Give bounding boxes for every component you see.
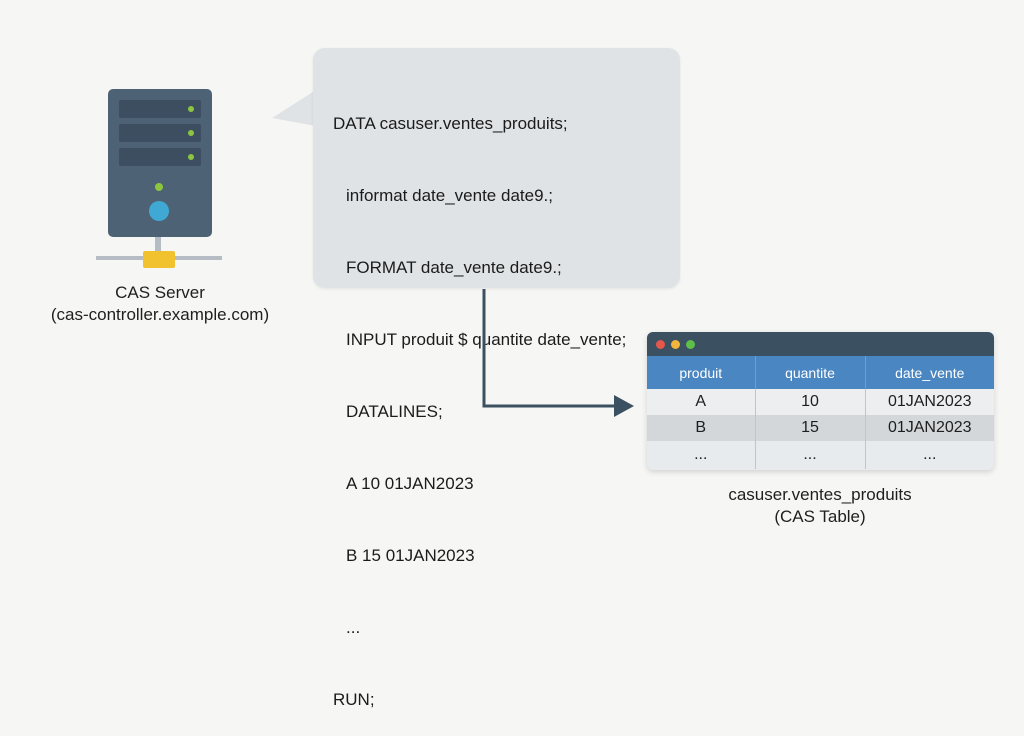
bubble-tail (272, 90, 316, 126)
indicator-led (155, 183, 163, 191)
maximize-dot-icon[interactable] (686, 340, 695, 349)
status-led (188, 106, 194, 112)
cas-server-icon (108, 89, 212, 237)
table-row: B 15 01JAN2023 (647, 415, 994, 441)
table-cell: ... (755, 441, 866, 469)
code-line: FORMAT date_vente date9.; (346, 258, 562, 277)
status-led (188, 154, 194, 160)
code-line: DATALINES; (346, 402, 443, 421)
drive-bay (119, 100, 201, 118)
column-header-quantite: quantite (755, 356, 866, 389)
cas-table-window: produit quantite date_vente A 10 01JAN20… (647, 332, 994, 470)
window-title-bar (647, 332, 994, 356)
table-cell: B (647, 415, 756, 441)
minimize-dot-icon[interactable] (671, 340, 680, 349)
network-cable (155, 237, 161, 255)
sas-code-block: DATA casuser.ventes_produits; informat d… (333, 64, 626, 736)
table-cell: A (647, 389, 756, 415)
column-header-date-vente: date_vente (865, 356, 994, 389)
table-cell: 01JAN2023 (865, 415, 994, 441)
code-line: INPUT produit $ quantite date_vente; (346, 330, 627, 349)
close-dot-icon[interactable] (656, 340, 665, 349)
server-host: (cas-controller.example.com) (50, 305, 270, 324)
server-name: CAS Server (115, 283, 205, 302)
code-bubble (313, 48, 680, 288)
power-button-icon (149, 201, 169, 221)
status-led (188, 130, 194, 136)
table-row: ... ... ... (647, 441, 994, 469)
table-cell: ... (865, 441, 994, 469)
table-name: casuser.ventes_produits (728, 485, 912, 504)
table-cell: 10 (755, 389, 866, 415)
drive-bay (119, 124, 201, 142)
network-hub-icon (143, 251, 175, 268)
code-line: RUN; (333, 690, 375, 709)
table-cell: 15 (755, 415, 866, 441)
table-header-row: produit quantite date_vente (647, 356, 994, 389)
table-row: A 10 01JAN2023 (647, 389, 994, 415)
table-cell: 01JAN2023 (865, 389, 994, 415)
code-line: informat date_vente date9.; (346, 186, 553, 205)
column-header-produit: produit (647, 356, 756, 389)
cas-table: produit quantite date_vente A 10 01JAN20… (647, 356, 994, 469)
flow-arrow (482, 289, 634, 417)
code-line: A 10 01JAN2023 (346, 474, 474, 493)
server-label: CAS Server (cas-controller.example.com) (20, 282, 300, 326)
code-line: ... (346, 618, 361, 637)
table-cell: ... (647, 441, 756, 469)
table-subtitle: (CAS Table) (774, 507, 866, 526)
table-label: casuser.ventes_produits (CAS Table) (680, 484, 960, 528)
code-line: DATA casuser.ventes_produits; (333, 114, 568, 133)
drive-bay (119, 148, 201, 166)
